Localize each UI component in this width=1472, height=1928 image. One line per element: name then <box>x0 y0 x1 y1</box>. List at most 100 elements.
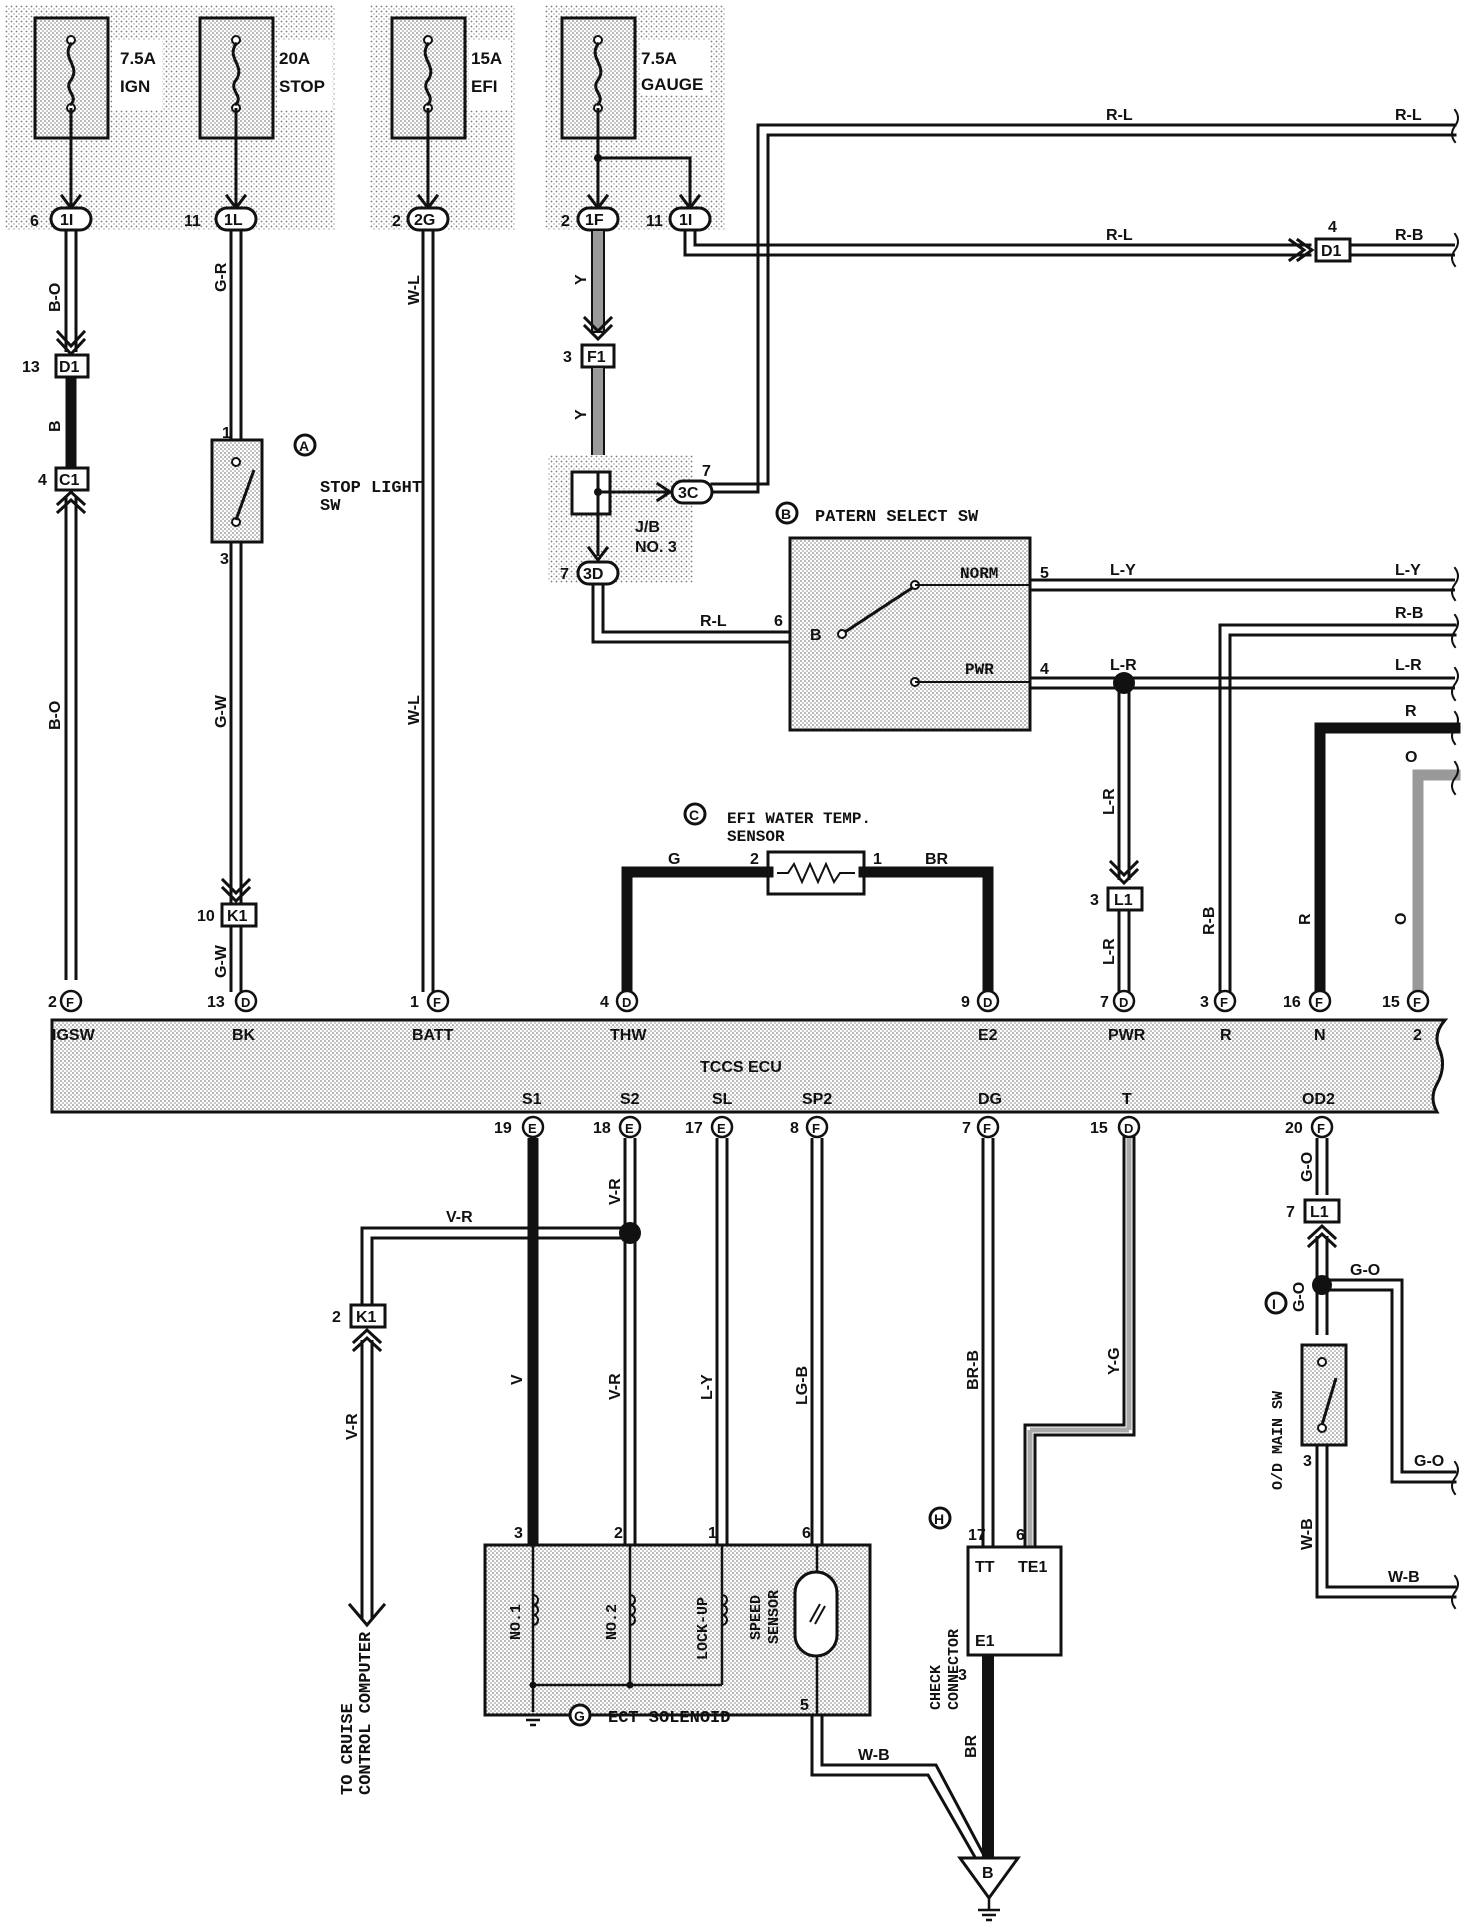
svg-text:F: F <box>433 995 441 1010</box>
svg-text:EFI WATER TEMP.: EFI WATER TEMP. <box>727 810 871 828</box>
svg-text:Y-G: Y-G <box>1106 1347 1123 1375</box>
svg-text:10: 10 <box>197 908 215 925</box>
svg-text:B: B <box>781 506 791 522</box>
svg-text:17: 17 <box>685 1120 703 1137</box>
conn-k1-2: K1 <box>356 1309 377 1326</box>
svg-text:W-L: W-L <box>406 275 423 305</box>
svg-text:13: 13 <box>207 994 225 1011</box>
svg-text:R-B: R-B <box>1201 907 1218 935</box>
svg-text:SL: SL <box>712 1091 733 1108</box>
svg-text:L-Y: L-Y <box>1395 562 1421 579</box>
svg-text:2: 2 <box>332 1309 341 1326</box>
svg-text:5: 5 <box>1040 565 1049 582</box>
svg-text:R-L: R-L <box>1106 107 1133 124</box>
svg-text:D: D <box>1124 1121 1133 1136</box>
svg-text:15: 15 <box>1382 994 1400 1011</box>
svg-text:11: 11 <box>184 213 201 230</box>
svg-text:F: F <box>812 1121 820 1136</box>
svg-text:S1: S1 <box>522 1091 542 1108</box>
svg-text:SW: SW <box>320 497 341 516</box>
svg-text:F: F <box>1413 995 1421 1010</box>
ect-solenoid-label: ECT SOLENOID <box>608 1709 730 1728</box>
svg-text:W-B: W-B <box>858 1747 890 1764</box>
svg-text:5: 5 <box>800 1697 809 1714</box>
svg-text:F: F <box>983 1121 991 1136</box>
wire-stop-circuit: G-R 1 3 A STOP LIGHT SW G-W K1 10 G-W <box>197 230 422 992</box>
svg-text:7: 7 <box>702 463 711 480</box>
wire-t-y-g: Y-G <box>1023 1136 1136 1549</box>
svg-text:THW: THW <box>610 1027 647 1044</box>
svg-text:B-O: B-O <box>47 701 64 730</box>
svg-text:3: 3 <box>1200 994 1209 1011</box>
svg-text:W-B: W-B <box>1388 1569 1420 1586</box>
ecu-pin-thw: D 4 THW <box>600 989 647 1044</box>
svg-text:2: 2 <box>561 213 570 230</box>
pattern-sw-label: PATERN SELECT SW <box>815 508 979 527</box>
svg-text:LOCK-UP: LOCK-UP <box>695 1597 712 1660</box>
svg-text:DG: DG <box>978 1091 1002 1108</box>
conn-f1: F1 <box>587 349 606 366</box>
svg-text:BR: BR <box>963 1734 980 1758</box>
svg-text:Y: Y <box>573 409 590 420</box>
svg-text:PWR: PWR <box>1108 1027 1146 1044</box>
svg-text:R-B: R-B <box>1395 605 1423 622</box>
svg-text:2: 2 <box>392 213 401 230</box>
svg-text:3: 3 <box>1090 892 1099 909</box>
stop-light-switch: 1 3 <box>210 425 264 568</box>
stop-light-label: STOP LIGHT <box>320 479 422 498</box>
svg-text:2: 2 <box>614 1525 623 1542</box>
svg-text:R-L: R-L <box>700 613 727 630</box>
wire-dg-br-b: BR-B <box>965 1138 995 1547</box>
svg-text:7: 7 <box>1286 1204 1295 1221</box>
svg-text:D: D <box>1119 995 1128 1010</box>
ecu-title: TCCS ECU <box>700 1059 782 1076</box>
svg-text:E: E <box>528 1121 537 1136</box>
svg-text:4: 4 <box>1040 661 1049 678</box>
conn-1i-b: 1I <box>679 212 692 229</box>
svg-text:G-W: G-W <box>213 944 230 978</box>
svg-text:BR-B: BR-B <box>965 1350 982 1390</box>
od-main-sw-label: O/D MAIN SW <box>1270 1391 1287 1490</box>
svg-text:1: 1 <box>708 1525 717 1542</box>
ecu-pin-od2: OD2 F 20 <box>1285 1091 1335 1139</box>
svg-text:F: F <box>1220 995 1228 1010</box>
svg-text:LG-B: LG-B <box>794 1366 811 1405</box>
svg-text:3: 3 <box>563 349 572 366</box>
svg-text:V-R: V-R <box>607 1178 624 1205</box>
svg-text:G-O: G-O <box>1414 1453 1444 1470</box>
svg-text:PWR: PWR <box>965 661 994 679</box>
wire-s2-v-r: V-R V-R V-R K1 2 V-R TO CRUISE CONTROL C… <box>332 1138 641 1795</box>
svg-text:3: 3 <box>514 1525 523 1542</box>
svg-text:BR: BR <box>925 851 949 868</box>
svg-text:6: 6 <box>774 613 783 630</box>
ecu-pin-bk: D 13 BK <box>207 989 258 1044</box>
ecu-pin-2: F 15 2 <box>1382 989 1430 1044</box>
fuse-ign-name: IGN <box>120 77 150 96</box>
fuse-ign-amp: 7.5A <box>120 49 156 68</box>
wire-check-br-ground: BR <box>963 1655 994 1878</box>
svg-text:C: C <box>689 807 699 823</box>
conn-1f: 1F <box>585 212 604 229</box>
svg-text:D: D <box>983 995 992 1010</box>
svg-text:R-B: R-B <box>1395 227 1423 244</box>
svg-text:I: I <box>1272 1296 1276 1312</box>
svg-text:R: R <box>1220 1027 1232 1044</box>
ecu-pin-s1: S1 E 19 <box>494 1091 545 1139</box>
pattern-select-switch: B PATERN SELECT SW B NORM PWR 6 5 4 <box>774 501 1049 732</box>
svg-text:NORM: NORM <box>960 565 998 583</box>
svg-text:7: 7 <box>560 566 569 583</box>
conn-d1-4: D1 <box>1321 243 1342 260</box>
svg-text:17: 17 <box>968 1527 986 1544</box>
svg-text:Y: Y <box>573 274 590 285</box>
wire-s1-v: V <box>509 1138 539 1545</box>
ecu-pin-igsw: F 2 IGSW <box>48 989 96 1044</box>
jb3-label: J/B <box>635 519 660 536</box>
svg-text:G-O: G-O <box>1350 1262 1380 1279</box>
fuse-stop-name: STOP <box>279 77 325 96</box>
svg-text:1: 1 <box>222 425 231 442</box>
svg-text:R: R <box>1405 703 1417 720</box>
svg-text:20: 20 <box>1285 1120 1303 1137</box>
svg-text:E: E <box>717 1121 726 1136</box>
conn-k1-10: K1 <box>227 908 248 925</box>
